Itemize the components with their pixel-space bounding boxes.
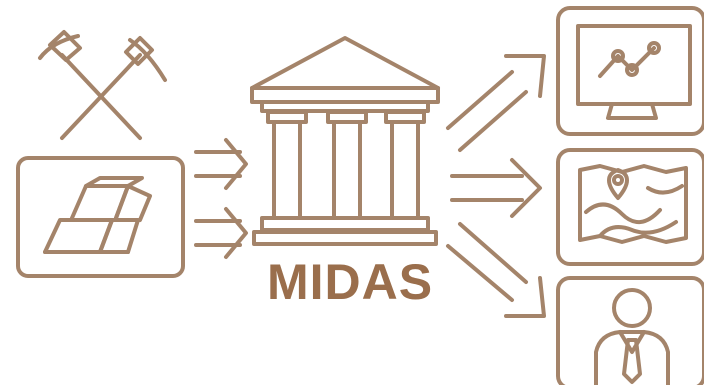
output-arrow-right-icon [450, 158, 542, 218]
midas-title: MIDAS [266, 254, 434, 310]
input-arrow-top-icon [194, 138, 248, 190]
bank-building-icon [250, 36, 440, 246]
monitor-chart-icon [556, 6, 704, 136]
map-pin-icon [556, 148, 704, 266]
output-arrow-up-icon [446, 54, 546, 152]
gold-bars-icon [16, 156, 185, 278]
businessman-icon [556, 276, 704, 385]
output-arrow-down-icon [446, 222, 546, 318]
crossed-hammers-icon [38, 30, 167, 140]
input-arrow-bottom-icon [194, 207, 248, 259]
